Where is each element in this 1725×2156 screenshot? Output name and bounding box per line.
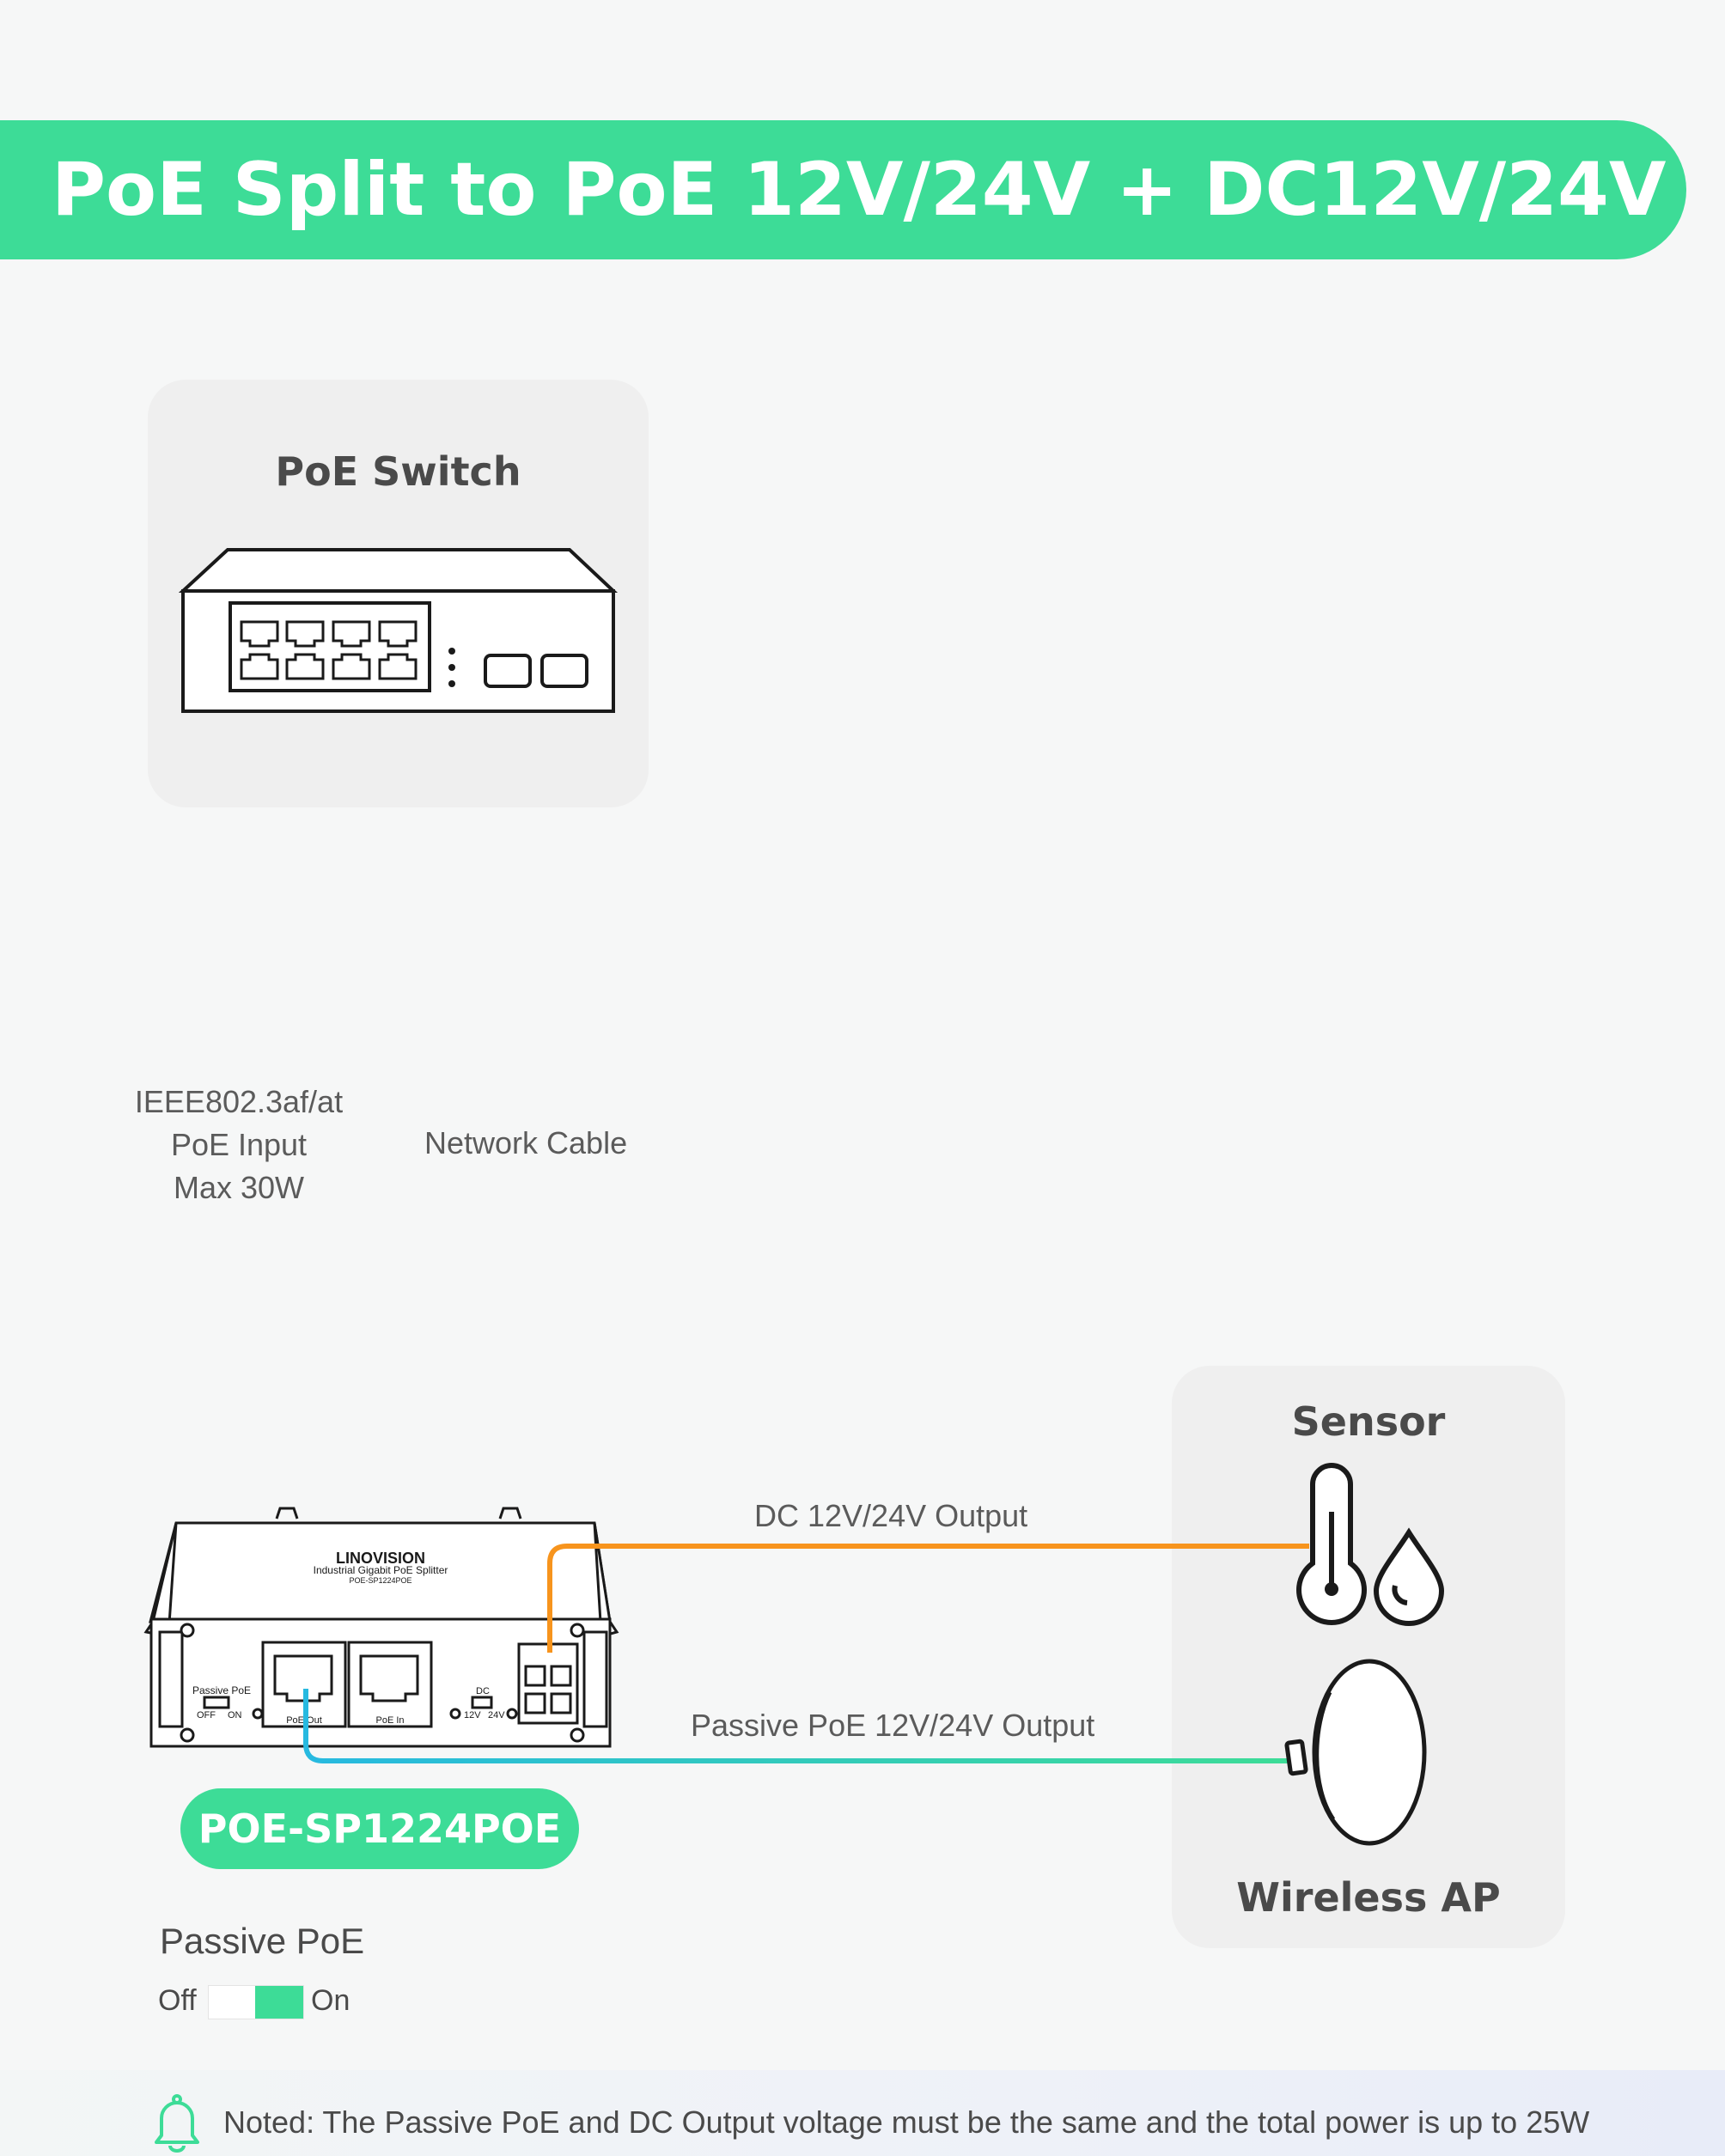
poe-input-label: IEEE802.3af/at PoE Input Max 30W — [101, 1081, 376, 1209]
page-title: PoE Split to PoE 12V/24V + DC12V/24V — [52, 147, 1667, 233]
poe-input-line-2: PoE Input — [170, 1127, 308, 1162]
switch-icon — [178, 548, 619, 713]
toggle-on-label: On — [311, 1984, 350, 2017]
bell-icon — [155, 2094, 199, 2153]
splitter-brand: LINOVISION — [336, 1550, 425, 1567]
model-badge: POE-SP1224POE — [180, 1788, 579, 1869]
v12-small: 12V — [464, 1710, 481, 1721]
passive-poe-wire — [303, 1689, 1290, 1763]
splitter-icon — [143, 1507, 619, 1748]
dc-small: DC — [476, 1686, 490, 1696]
dc-output-wire — [547, 1544, 1309, 1653]
header-banner: PoE Split to PoE 12V/24V + DC12V/24V — [0, 120, 1686, 259]
thermometer-icon — [1296, 1463, 1367, 1625]
wireless-ap-icon — [1284, 1659, 1427, 1846]
sensor-title: Sensor — [1291, 1398, 1446, 1445]
poe-input-line-1: IEEE802.3af/at — [134, 1084, 344, 1119]
dc-output-label: DC 12V/24V Output — [754, 1498, 1028, 1533]
note-bar — [0, 2070, 1725, 2156]
splitter-subtitle: Industrial Gigabit PoE Splitter — [314, 1564, 448, 1576]
devices-card: Sensor Wireless AP — [1172, 1366, 1565, 1948]
network-cable-label: Network Cable — [424, 1125, 628, 1160]
passive-poe-small: Passive PoE — [192, 1684, 251, 1696]
on-small: ON — [228, 1710, 242, 1721]
passive-poe-title: Passive PoE — [160, 1921, 365, 1961]
note-text: Noted: The Passive PoE and DC Output vol… — [223, 2104, 1590, 2140]
passive-poe-toggle — [208, 1985, 304, 2019]
toggle-off-label: Off — [158, 1984, 197, 2017]
splitter-model-small: POE-SP1224POE — [349, 1576, 411, 1585]
wireless-ap-title: Wireless AP — [1236, 1874, 1501, 1921]
v24-small: 24V — [488, 1710, 505, 1721]
passive-output-label: Passive PoE 12V/24V Output — [691, 1708, 1095, 1743]
poe-switch-title: PoE Switch — [275, 448, 521, 495]
toggle-knob — [255, 1986, 303, 2019]
water-drop-icon — [1373, 1527, 1445, 1626]
port-in-label: PoE In — [375, 1715, 404, 1726]
off-small: OFF — [197, 1710, 216, 1721]
poe-input-line-3: Max 30W — [173, 1170, 305, 1205]
